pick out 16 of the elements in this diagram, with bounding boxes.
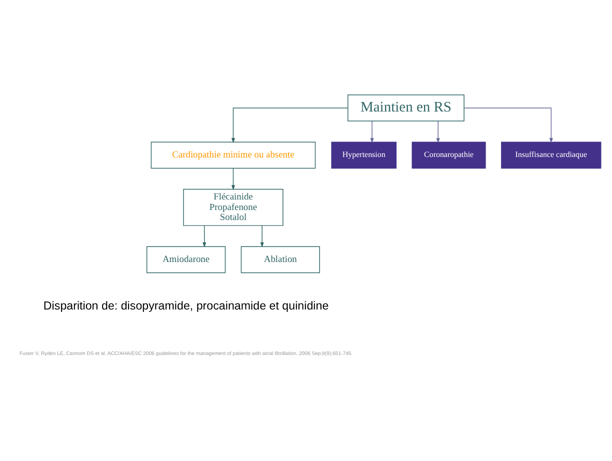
node-box: Cardiopathie minime ou absente — [150, 141, 316, 168]
arrow — [370, 120, 374, 143]
label: Disparition de: disopyramide, procainamide et quinidine — [43, 299, 329, 312]
arrow — [464, 107, 553, 143]
node-box: Flécainide Propafenone Sotalol — [183, 188, 284, 226]
arrow — [260, 224, 264, 248]
node-box: Amiodarone — [146, 246, 226, 273]
node-box: Coronaropathie — [412, 141, 486, 168]
node-box: Hypertension — [331, 141, 397, 168]
arrow — [436, 120, 440, 143]
node-box: Insuffisance cardiaque — [501, 141, 602, 168]
arrow — [231, 167, 236, 190]
node-box: Ablation — [240, 246, 320, 273]
node-box: Maintien en RS — [348, 94, 464, 121]
arrow — [202, 224, 206, 248]
arrow — [231, 107, 348, 143]
